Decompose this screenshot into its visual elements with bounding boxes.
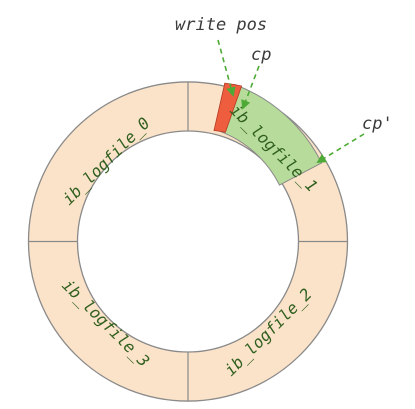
- cp-prime-arrow: [316, 133, 365, 163]
- cp-label: cp: [251, 45, 271, 65]
- write-pos-arrow: [217, 39, 236, 97]
- write-pos-label: write pos: [175, 15, 267, 35]
- cp-prime-label: cp': [362, 114, 393, 134]
- cp-arrow: [241, 65, 260, 110]
